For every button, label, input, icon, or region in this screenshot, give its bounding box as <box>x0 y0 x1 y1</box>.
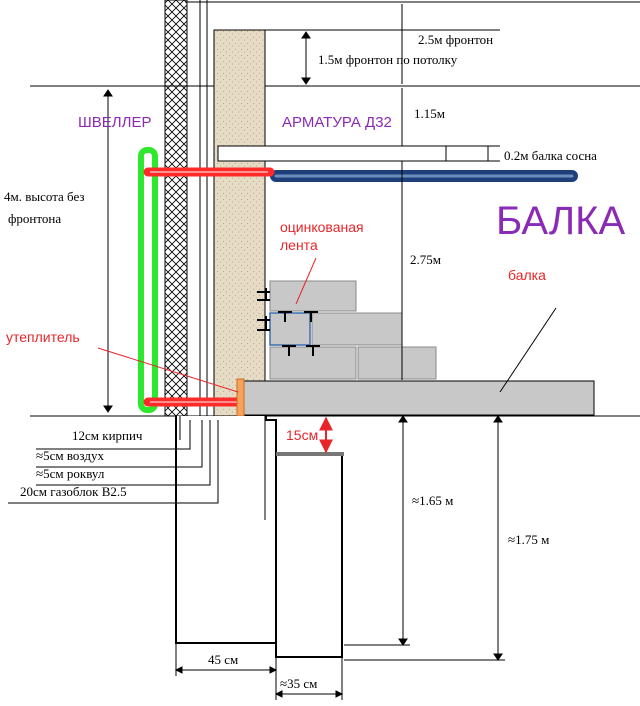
label-air-5: ≈5см воздух <box>36 448 104 463</box>
insulation-strip <box>236 378 245 417</box>
label-dim-115: 1.15м <box>414 106 445 121</box>
foundation-inner <box>275 453 343 658</box>
galvanized-leader <box>295 257 317 305</box>
layer-leaders <box>8 416 219 504</box>
label-width-45: 45 см <box>208 652 238 667</box>
label-15cm: 15см <box>286 427 318 443</box>
beam-leader <box>499 307 557 393</box>
foundation-outer <box>175 416 277 644</box>
brick-layer <box>164 0 188 417</box>
label-height-line1: 4м. высота без <box>4 189 85 204</box>
gasblock-layer <box>213 29 266 417</box>
label-beam-pine: 0.2м балка сосна <box>504 148 597 163</box>
label-dim-165: ≈1.65 м <box>412 493 453 508</box>
block-top <box>269 280 357 312</box>
label-insulation: утеплитель <box>6 329 80 345</box>
label-frontone-25: 2.5м фронтон <box>418 32 493 47</box>
block-mid-left <box>269 312 311 346</box>
label-rockwool-5: ≈5см роквул <box>36 466 105 481</box>
shveller-channel <box>138 147 158 413</box>
label-balka-small: балка <box>508 267 546 283</box>
label-armatura: АРМАТУРА Д32 <box>282 114 392 131</box>
label-width-35: ≈35 см <box>280 676 317 691</box>
label-frontone-15: 1.5м фронтон по потолку <box>318 52 458 67</box>
label-brick-12: 12см кирпич <box>72 428 143 443</box>
label-height-line2: фронтона <box>8 211 61 226</box>
block-mid-right <box>311 312 403 346</box>
dimension-lines <box>103 4 505 700</box>
label-balka-big: БАЛКА <box>496 199 625 243</box>
label-galvanized-2: лента <box>280 237 318 253</box>
insulation-leader <box>97 347 239 393</box>
pine-beam-shape <box>217 145 447 162</box>
galvanized-strap-marks <box>257 288 320 356</box>
label-galvanized-1: оцинкованая <box>280 219 364 235</box>
block-bottom-right <box>357 346 437 380</box>
label-gasblock-20: 20см газоблок В2.5 <box>20 484 127 499</box>
floor-beam-slab <box>243 380 595 416</box>
label-dim-175: ≈1.75 м <box>508 532 549 547</box>
label-shveller: ШВЕЛЛЕР <box>78 114 151 131</box>
label-dim-275: 2.75м <box>410 252 441 267</box>
